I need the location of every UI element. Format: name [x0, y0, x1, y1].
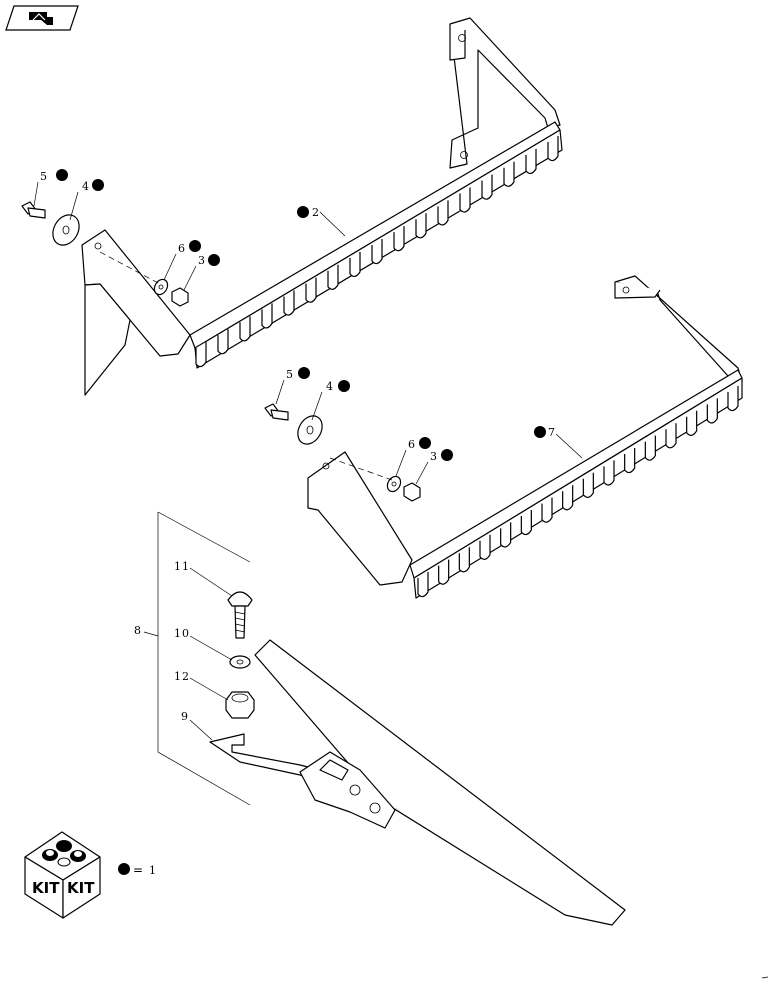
callout-6a: 6: [163, 240, 201, 281]
knife-guard-7: [307, 275, 743, 599]
guard-tooth: [305, 277, 317, 303]
callout-4b: 4: [311, 380, 350, 421]
guard-tooth: [195, 342, 207, 368]
hardware-washer-6b: [386, 475, 402, 493]
knife-guard-2: [81, 17, 563, 396]
guard-tooth: [582, 472, 594, 498]
callout-6b: 6: [395, 437, 431, 477]
svg-text:4: 4: [82, 180, 90, 193]
svg-text:8: 8: [134, 624, 142, 637]
legend-dot-icon: [118, 863, 130, 875]
guard-tooth: [624, 448, 636, 474]
callout-7: 7: [534, 426, 583, 459]
guard-tooth: [503, 161, 515, 187]
kit-box-icon: KIT KIT: [24, 831, 101, 919]
svg-text:12: 12: [174, 670, 190, 683]
guard-tooth: [458, 547, 470, 573]
legend-key: = 1: [118, 863, 157, 877]
guard-tooth: [415, 213, 427, 239]
carriage-bolt-11: [227, 591, 253, 639]
hardware-washer-6a: [153, 278, 169, 296]
callout-10: 10: [174, 627, 233, 661]
svg-text:11: 11: [174, 560, 190, 573]
svg-text:5: 5: [40, 170, 48, 183]
group-bracket-8: [157, 511, 251, 806]
callout-3a: 3: [183, 254, 220, 291]
guard-tooth: [644, 435, 656, 461]
legend-value: 1: [149, 864, 157, 877]
hardware-nut-3b: [403, 482, 421, 502]
kit-label-left: KIT: [32, 879, 60, 897]
hardware-nut-3a: [171, 287, 189, 307]
guard-tooth: [481, 174, 493, 200]
knife-section: [254, 639, 626, 926]
callout-2: 2: [297, 206, 346, 237]
svg-text:9: 9: [181, 710, 189, 723]
guard-tooth: [239, 316, 251, 342]
svg-text:2: 2: [312, 206, 320, 219]
kit-label-right: KIT: [67, 879, 95, 897]
back-button[interactable]: [5, 5, 79, 31]
guard-tooth: [393, 226, 405, 252]
callout-5b: 5: [275, 367, 310, 405]
guard-tooth: [417, 572, 429, 598]
legend-equals: =: [133, 863, 143, 877]
guard-tooth: [562, 485, 574, 511]
callout-3b: 3: [415, 449, 453, 485]
callout-4a: 4: [69, 179, 104, 221]
svg-text:3: 3: [430, 450, 438, 463]
guard-tooth: [217, 329, 229, 355]
guard-tooth: [500, 522, 512, 548]
washer-10: [229, 655, 251, 669]
guard-tooth: [437, 200, 449, 226]
back-arrow-icon: [29, 12, 53, 25]
guard-tooth: [459, 187, 471, 213]
callout-8: 8: [134, 624, 159, 637]
guard-tooth: [327, 264, 339, 290]
callout-12: 12: [174, 670, 229, 701]
callout-9: 9: [181, 710, 213, 741]
hardware-bolt-5b: [264, 403, 289, 421]
guard-tooth: [283, 290, 295, 316]
guard-tooth: [706, 398, 718, 424]
guard-tooth: [541, 497, 553, 523]
hardware-washer-4b: [297, 415, 323, 445]
guard-tooth: [547, 136, 559, 162]
guard-tooth: [525, 148, 537, 175]
guard-tooth: [665, 423, 677, 449]
hardware-bolt-5a: [21, 201, 46, 219]
svg-text:3: 3: [198, 254, 206, 267]
svg-text:6: 6: [408, 438, 416, 451]
svg-text:6: 6: [178, 242, 186, 255]
guard-tooth: [520, 510, 532, 536]
guard-tooth: [603, 460, 615, 486]
guard-tooth: [261, 303, 273, 329]
callout-5a: 5: [33, 169, 68, 207]
nut-12: [225, 691, 255, 719]
svg-text:10: 10: [174, 627, 190, 640]
guard-tooth: [371, 239, 383, 265]
guard-tooth: [686, 410, 698, 436]
svg-text:4: 4: [326, 380, 334, 393]
guard-tooth: [349, 251, 361, 278]
hardware-washer-4a: [52, 214, 80, 246]
svg-text:7: 7: [548, 426, 556, 439]
guard-tooth: [479, 534, 491, 560]
svg-text:5: 5: [286, 368, 294, 381]
guard-tooth: [438, 559, 450, 585]
retainer-clip-9: [209, 733, 323, 783]
guard-tooth: [727, 386, 739, 412]
callout-11: 11: [174, 560, 233, 597]
